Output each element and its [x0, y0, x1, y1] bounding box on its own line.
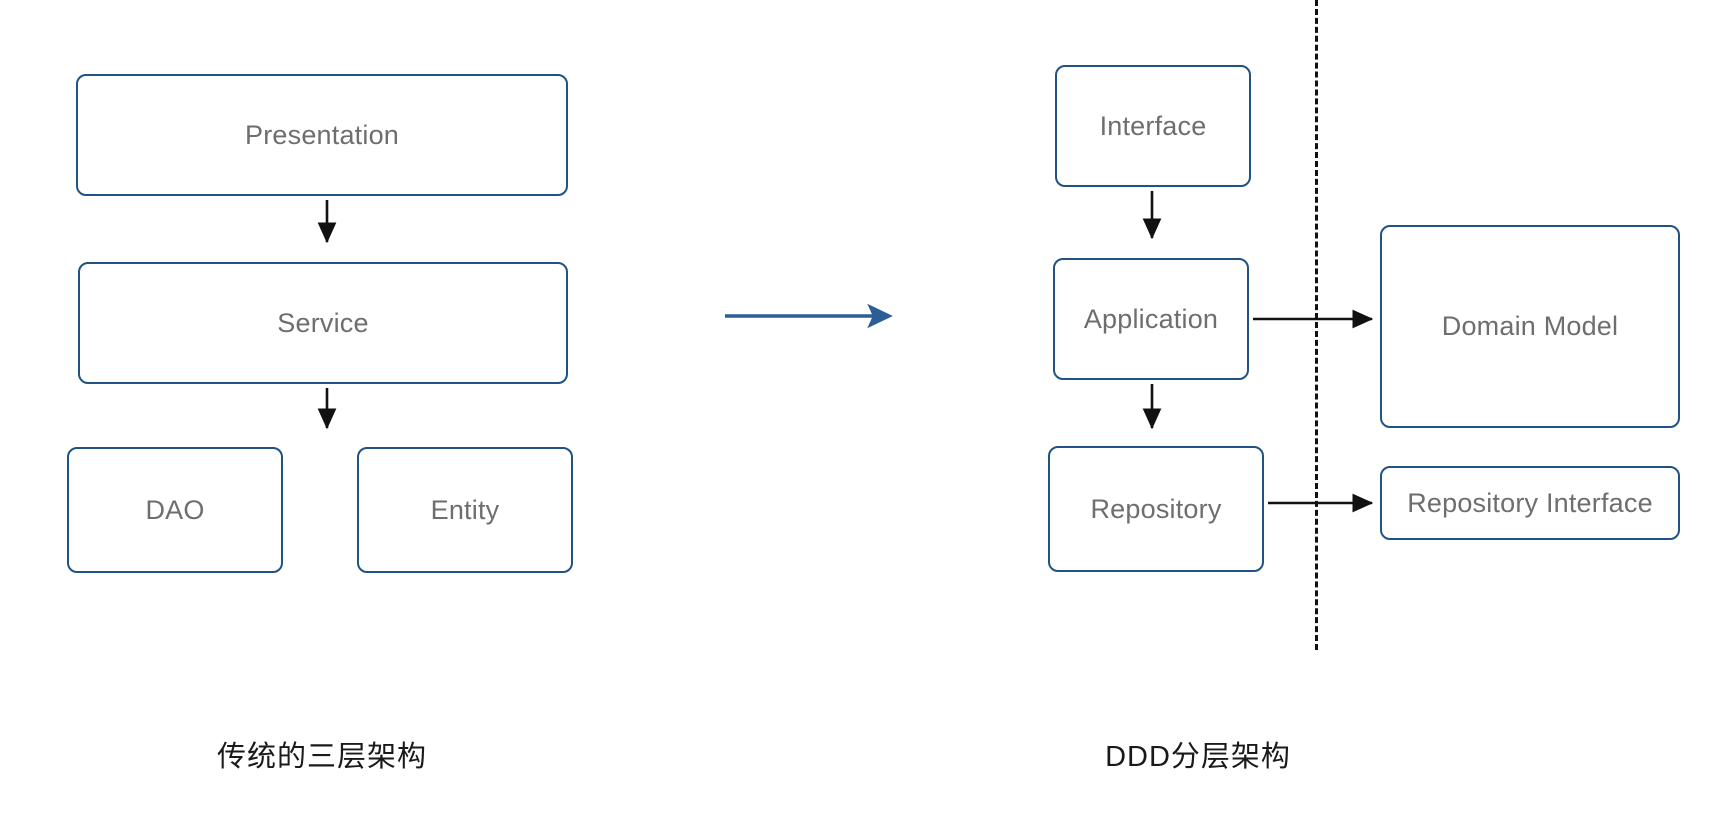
node-repository-interface[interactable]: Repository Interface — [1380, 466, 1680, 540]
node-service-label: Service — [277, 307, 369, 338]
node-domain-model-label: Domain Model — [1441, 311, 1619, 341]
node-dao-label: DAO — [145, 494, 205, 525]
node-presentation-label: Presentation — [245, 119, 399, 150]
caption-right-architecture: DDD分层架构 — [1105, 741, 1291, 773]
domain-boundary-divider — [1315, 0, 1318, 650]
caption-left-architecture: 传统的三层架构 — [216, 741, 427, 773]
node-domain-model[interactable]: Domain Model — [1380, 225, 1680, 428]
node-repository[interactable]: Repository — [1048, 446, 1264, 572]
node-service[interactable]: Service — [78, 262, 568, 384]
node-entity[interactable]: Entity — [357, 447, 573, 573]
node-entity-label: Entity — [430, 494, 500, 525]
node-application-label: Application — [1083, 303, 1219, 334]
node-interface[interactable]: Interface — [1055, 65, 1251, 187]
node-application[interactable]: Application — [1053, 258, 1249, 380]
node-presentation[interactable]: Presentation — [76, 74, 568, 196]
node-repository-label: Repository — [1090, 493, 1222, 524]
node-interface-label: Interface — [1099, 110, 1207, 141]
node-repository-interface-label: Repository Interface — [1407, 487, 1653, 518]
node-dao[interactable]: DAO — [67, 447, 283, 573]
